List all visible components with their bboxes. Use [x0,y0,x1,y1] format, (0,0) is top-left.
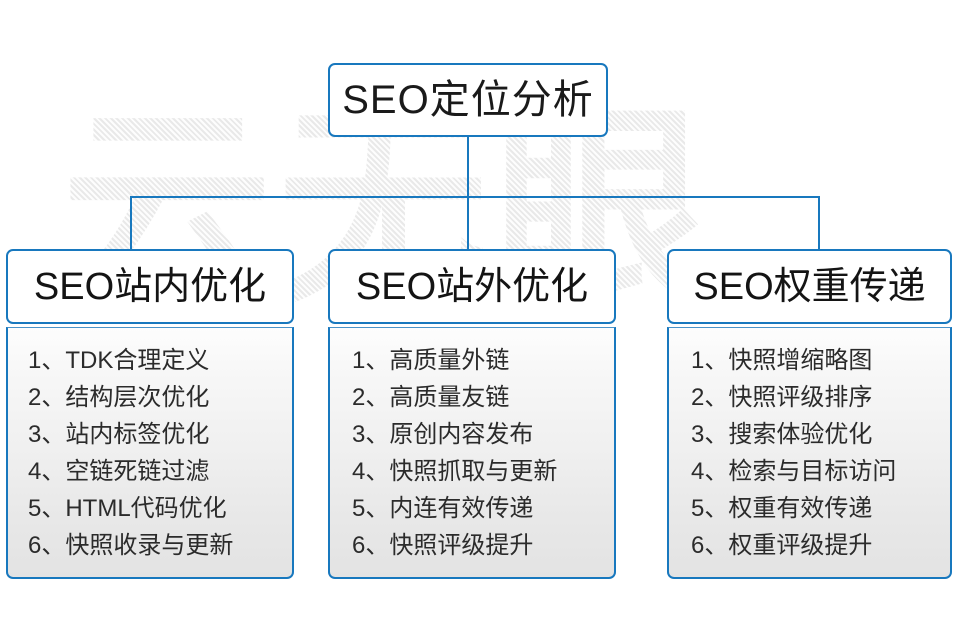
diagram-title: SEO定位分析 [342,78,594,122]
column-header-3: SEO权重传递 [667,249,952,324]
list-item: 6、快照收录与更新 [28,532,234,559]
column-seo-onsite: SEO站内优化 1、TDK合理定义 2、结构层次优化 3、站内标签优化 4、空链… [6,249,294,579]
list-item: 2、高质量友链 [352,384,510,411]
column-body-3: 1、快照增缩略图 2、快照评级排序 3、搜索体验优化 4、检索与目标访问 5、权… [667,327,952,579]
list-item: 2、结构层次优化 [28,384,210,411]
list-item: 1、TDK合理定义 [28,347,210,374]
column-heading-label: SEO站内优化 [33,265,267,308]
column-body-2: 1、高质量外链 2、高质量友链 3、原创内容发布 4、快照抓取与更新 5、内连有… [328,327,616,579]
list-item: 6、快照评级提升 [352,532,534,559]
connector-drop-col-2 [467,196,469,251]
connector-title-stem [467,137,469,198]
list-item: 6、权重评级提升 [691,532,873,559]
list-item: 4、快照抓取与更新 [352,458,558,485]
connector-drop-col-3 [818,196,820,251]
list-item: 4、检索与目标访问 [691,458,897,485]
list-item: 3、站内标签优化 [28,421,210,448]
list-item: 5、权重有效传递 [691,495,873,522]
connector-drop-col-1 [130,196,132,251]
connector-horizontal-bus [130,196,820,198]
list-item: 2、快照评级排序 [691,384,873,411]
column-seo-offsite: SEO站外优化 1、高质量外链 2、高质量友链 3、原创内容发布 4、快照抓取与… [328,249,616,579]
column-item-list-3: 1、快照增缩略图 2、快照评级排序 3、搜索体验优化 4、检索与目标访问 5、权… [669,342,950,564]
column-header-1: SEO站内优化 [6,249,294,324]
column-seo-weight-transfer: SEO权重传递 1、快照增缩略图 2、快照评级排序 3、搜索体验优化 4、检索与… [667,249,952,579]
list-item: 5、内连有效传递 [352,495,534,522]
diagram-title-box: SEO定位分析 [328,63,608,137]
list-item: 1、快照增缩略图 [691,347,873,374]
list-item: 3、原创内容发布 [352,421,534,448]
column-header-2: SEO站外优化 [328,249,616,324]
list-item: 3、搜索体验优化 [691,421,873,448]
column-body-1: 1、TDK合理定义 2、结构层次优化 3、站内标签优化 4、空链死链过滤 5、H… [6,327,294,579]
list-item: 5、HTML代码优化 [28,495,227,522]
column-heading-label: SEO权重传递 [693,265,926,308]
column-heading-label: SEO站外优化 [355,265,589,308]
column-item-list-1: 1、TDK合理定义 2、结构层次优化 3、站内标签优化 4、空链死链过滤 5、H… [8,342,292,564]
list-item: 1、高质量外链 [352,347,510,374]
list-item: 4、空链死链过滤 [28,458,210,485]
column-item-list-2: 1、高质量外链 2、高质量友链 3、原创内容发布 4、快照抓取与更新 5、内连有… [330,342,614,564]
